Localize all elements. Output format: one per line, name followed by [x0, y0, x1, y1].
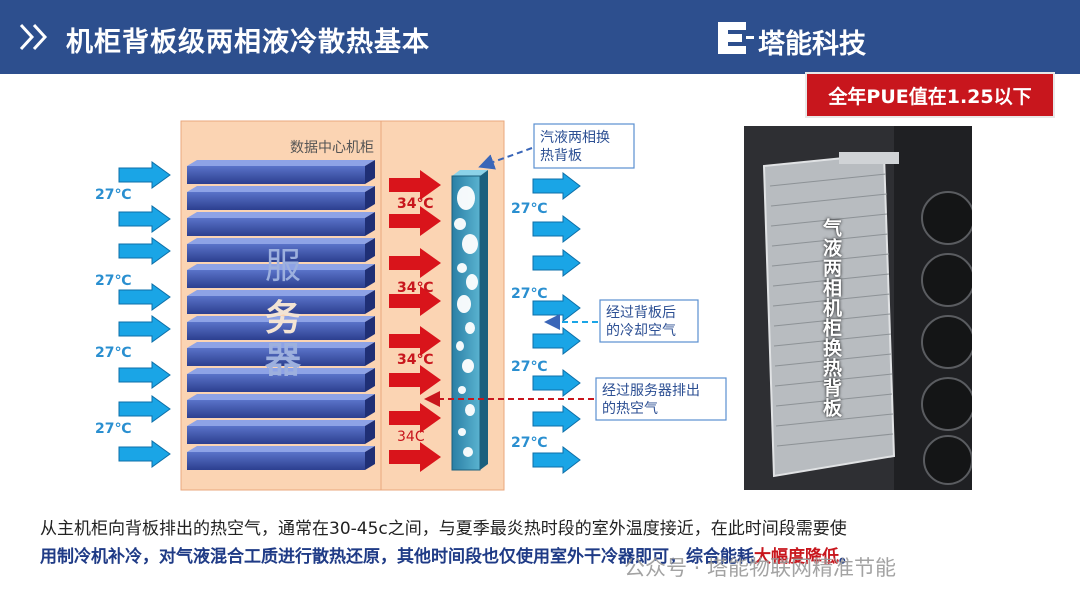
brand-name: 塔能科技: [758, 29, 866, 60]
hot-arrows: [389, 170, 441, 472]
server-char-3: 器: [265, 340, 302, 381]
double-chevron-icon: [19, 23, 48, 51]
page-title: 机柜背板级两相液冷散热基本: [66, 27, 430, 58]
inlet-temp-2: 27℃: [95, 273, 131, 289]
heat-exchange-backplate: [451, 170, 488, 471]
backplate-photo: [744, 126, 972, 490]
caption-line2-main: 用制冷机补冷，对气液混合工质进行散热还原，其他时间段也仅使用室外干冷器即可，综合…: [40, 547, 754, 567]
callout-backplate-line1: 汽液两相换: [540, 129, 610, 146]
hot-temp-4: 34C: [397, 429, 425, 445]
inlet-temp-1: 27℃: [95, 187, 131, 203]
photo-label: 气液两相机柜换热背板: [820, 218, 842, 418]
outlet-temp-1: 27℃: [511, 201, 547, 217]
outlet-temp-3: 27℃: [511, 359, 547, 375]
outlet-temp-4: 27℃: [511, 435, 547, 451]
svg-text:经过服务器排出的热空气: 经过服务器排出的热空气: [602, 383, 700, 417]
header-bar: 机柜背板级两相液冷散热基本 塔能科技: [0, 0, 1080, 74]
server-char-2: 务: [265, 298, 301, 339]
svg-text:经过背板后的冷却空气: 经过背板后的冷却空气: [606, 305, 676, 339]
brand-logo-icon: [718, 22, 754, 54]
caption-line2: 用制冷机补冷，对气液混合工质进行散热还原，其他时间段也仅使用室外干冷器即可，综合…: [40, 542, 856, 567]
hot-temp-3: 34℃: [397, 352, 433, 368]
callout-backplate-box: [533, 123, 635, 169]
callout-hot-line1: 经过服务器排出: [602, 383, 700, 399]
watermark: 公众号 · 塔能物联网精准节能: [624, 556, 897, 580]
callout-hot-box: [595, 377, 727, 421]
inlet-arrows: [118, 161, 171, 468]
callout-cooled-line1: 经过背板后: [606, 305, 676, 321]
callout-hot-line2: 的热空气: [602, 401, 658, 417]
server-blades: [187, 160, 375, 470]
inlet-temp-4: 27℃: [95, 421, 131, 437]
rack-label: 数据中心机柜: [290, 140, 374, 156]
caption-line2-end: 。: [839, 547, 856, 567]
callout-cooled-box: [599, 299, 699, 343]
cooling-diagram: 数据中心机柜 服 务 器 27℃ 27℃ 27℃ 27℃: [95, 120, 727, 491]
caption-line2-emphasis: 大幅度降低: [754, 547, 839, 567]
pue-badge: 全年PUE值在1.25以下: [805, 72, 1055, 118]
caption-line1: 从主机柜向背板排出的热空气，通常在30-45c之间，与夏季最炎热时段的室外温度接…: [40, 519, 847, 539]
hot-temp-2: 34℃: [397, 280, 433, 296]
inlet-temp-3: 27℃: [95, 345, 131, 361]
photo-drawing: [744, 126, 972, 490]
hot-temp-1: 34℃: [397, 196, 433, 212]
outlet-arrows: [532, 171, 581, 475]
callout-backplate-line2: 热背板: [540, 148, 582, 164]
callout-cooled-line2: 的冷却空气: [606, 323, 676, 339]
svg-text:汽液两相换热背板: 汽液两相换热背板: [540, 129, 610, 164]
callout-backplate-arrow: [478, 147, 533, 170]
server-char-1: 服: [265, 246, 301, 287]
outlet-temp-2: 27℃: [511, 286, 547, 302]
